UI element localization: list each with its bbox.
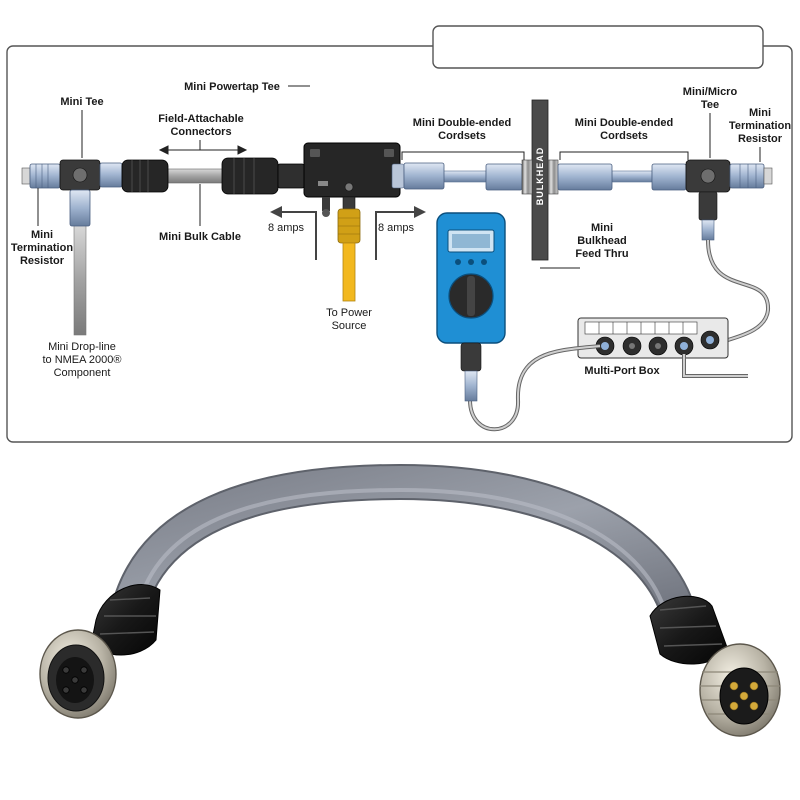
- cordset-right-cable: [611, 170, 653, 183]
- label-term-right-2: Termination: [729, 120, 791, 132]
- label-term-left-3: Resistor: [20, 255, 65, 267]
- label-mini-powertap-tee: Mini Powertap Tee: [184, 81, 280, 93]
- amps-arrow-left: [270, 206, 317, 260]
- bulkhead-text: BULKHEAD: [535, 147, 545, 206]
- label-field-attachable-1: Field-Attachable: [158, 113, 244, 125]
- label-term-left-2: Termination: [11, 242, 73, 254]
- label-term-right-1: Mini: [749, 107, 771, 119]
- female-connector-left: [39, 584, 161, 719]
- label-mini-double-ended-right-2: Cordsets: [600, 130, 648, 142]
- label-mini-micro-tee-1: Mini/Micro: [683, 86, 738, 98]
- multi-port-box: [577, 317, 729, 359]
- cordset-bracket-left: [401, 151, 525, 160]
- label-multi-port-box: Multi-Port Box: [584, 365, 660, 377]
- male-pin: [749, 681, 759, 691]
- field-attachable-callout: [158, 140, 248, 155]
- label-term-right-3: Resistor: [738, 133, 783, 145]
- mini-micro-tee: [685, 159, 731, 241]
- label-field-attachable-2: Connectors: [170, 126, 231, 138]
- mini-termination-resistor-left: [21, 163, 61, 189]
- label-drop-line-3: Component: [54, 367, 111, 379]
- diagram-frame: [6, 45, 793, 443]
- cordset-product-photo: [39, 463, 781, 737]
- label-drop-line-2: to NMEA 2000®: [42, 354, 121, 366]
- mini-drop-line: [73, 224, 87, 336]
- label-mini-double-ended-left-1: Mini Double-ended: [413, 117, 511, 129]
- label-term-left-1: Mini: [31, 229, 53, 241]
- male-pin: [729, 701, 739, 711]
- bulkhead-panel: BULKHEAD: [531, 99, 549, 261]
- label-drop-line-1: Mini Drop-line: [48, 341, 116, 353]
- power-cable: [337, 208, 361, 302]
- label-bulkhead-feed-2: Bulkhead: [577, 235, 627, 247]
- label-amps-left: 8 amps: [268, 222, 305, 234]
- male-connector-right: [649, 595, 781, 737]
- mini-tee-left: [59, 159, 123, 227]
- nmea-gauge-device: [436, 212, 506, 402]
- cordset-left-cable: [441, 170, 487, 183]
- label-bulkhead-feed-1: Mini: [591, 222, 613, 234]
- male-pin: [729, 681, 739, 691]
- label-mini-micro-tee-2: Tee: [701, 99, 719, 111]
- label-amps-right: 8 amps: [378, 222, 415, 234]
- amps-arrow-right: [375, 206, 426, 260]
- field-attachable-connector-left: [121, 159, 169, 193]
- mini-termination-resistor-right: [729, 163, 773, 189]
- label-power-source-1: To Power: [326, 307, 372, 319]
- mini-powertap-tee: [303, 142, 445, 217]
- label-mini-double-ended-left-2: Cordsets: [438, 130, 486, 142]
- cordset-bracket-right: [559, 151, 689, 160]
- label-mini-bulk-cable: Mini Bulk Cable: [159, 231, 241, 243]
- field-attachable-connector-right: [221, 157, 305, 195]
- label-power-source-2: Source: [332, 320, 367, 332]
- label-mini-double-ended-right-1: Mini Double-ended: [575, 117, 673, 129]
- title-box: [432, 25, 764, 69]
- mini-bulkhead-feed-thru: [485, 159, 687, 195]
- male-pin: [749, 701, 759, 711]
- label-bulkhead-feed-3: Feed Thru: [575, 248, 628, 260]
- male-pin: [739, 691, 749, 701]
- label-mini-tee: Mini Tee: [60, 96, 103, 108]
